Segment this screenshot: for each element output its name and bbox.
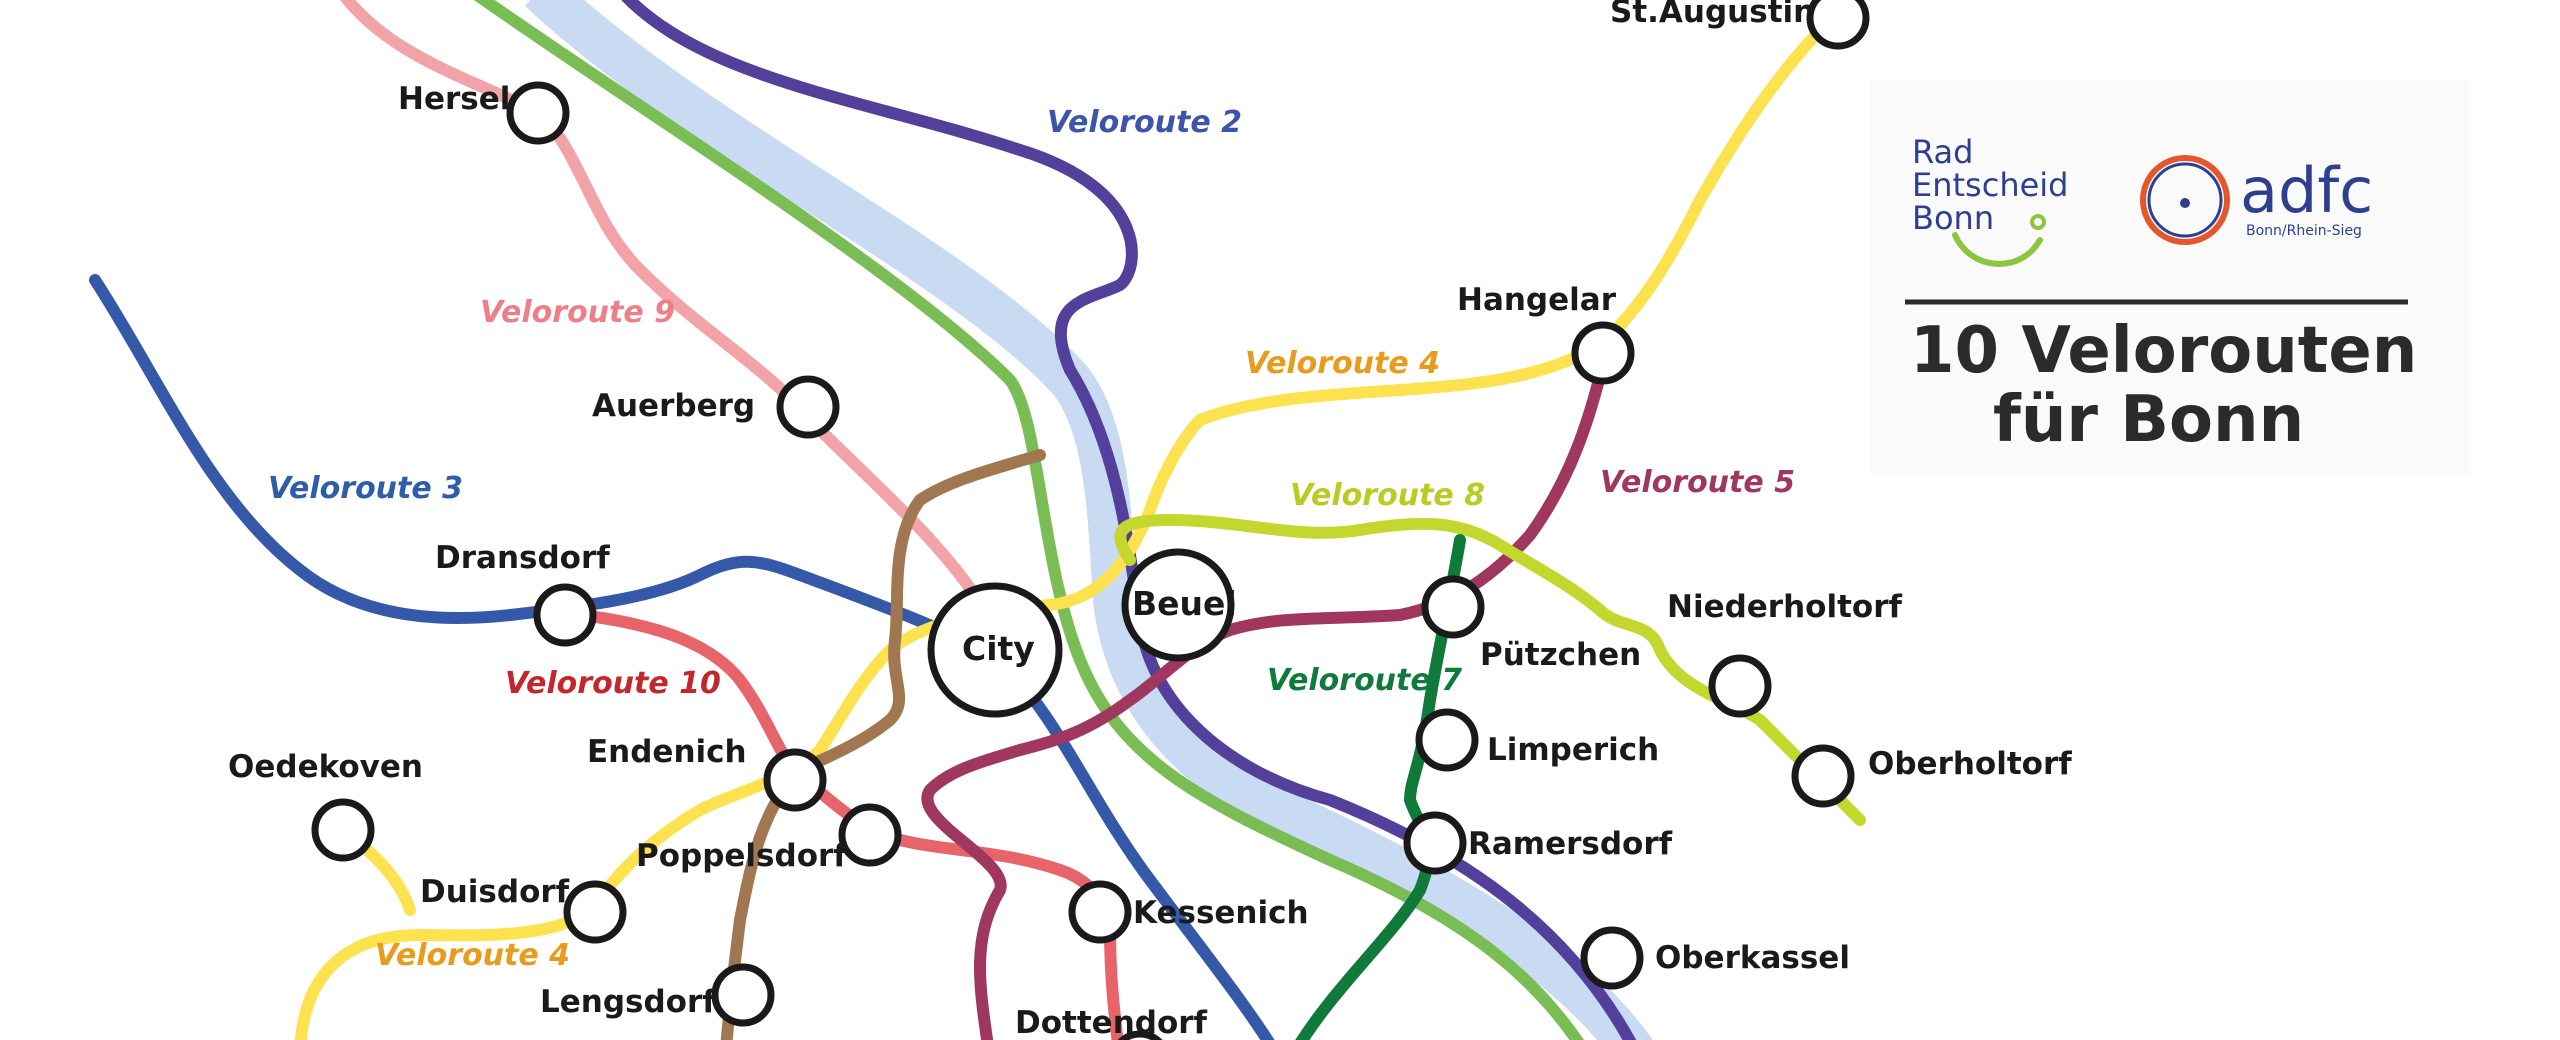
place-lengsdorf: Lengsdorf <box>540 984 716 1020</box>
stop-oberkassel[interactable] <box>1580 926 1644 990</box>
place-ramersdorf: Ramersdorf <box>1468 826 1673 862</box>
route-label-4-north: Veloroute 4 <box>1245 346 1440 381</box>
radentscheid-dot <box>2030 214 2046 230</box>
route-line-3 <box>89 274 1275 1040</box>
stop-puetzchen[interactable] <box>1421 575 1485 639</box>
rhine-river <box>524 0 1653 1040</box>
place-city: City <box>962 629 1035 668</box>
stop-st-augustin[interactable] <box>1806 0 1870 50</box>
radentscheid-smile <box>1952 232 2043 267</box>
place-beuel: Beuel <box>1132 584 1237 623</box>
map-title-line-2: für Bonn <box>1993 383 2304 457</box>
route-line-2 <box>621 0 1637 1040</box>
stop-duisdorf[interactable] <box>563 880 627 944</box>
stop-oedekoven[interactable] <box>311 798 375 862</box>
adfc-logo: adfc Bonn/Rhein-Sieg <box>2140 154 2373 245</box>
place-duisdorf: Duisdorf <box>420 874 570 910</box>
place-poppelsdorf: Poppelsdorf <box>636 838 847 874</box>
stop-hangelar[interactable] <box>1571 321 1635 385</box>
stop-oberholtorf[interactable] <box>1791 744 1855 808</box>
route-label-4-south: Veloroute 4 <box>375 938 570 973</box>
route-label-3: Veloroute 3 <box>268 471 463 506</box>
radentscheid-logo: Rad Entscheid Bonn <box>1912 133 2068 267</box>
stop-ramersdorf[interactable] <box>1403 811 1467 875</box>
stop-limperich[interactable] <box>1415 708 1479 772</box>
route-line-6 <box>473 0 1585 1040</box>
stop-poppelsdorf[interactable] <box>838 803 902 867</box>
place-oberholtorf: Oberholtorf <box>1868 746 2072 782</box>
place-niederholtorf: Niederholtorf <box>1667 589 1902 625</box>
stop-niederholtorf[interactable] <box>1708 654 1772 718</box>
place-hangelar: Hangelar <box>1457 282 1617 318</box>
stop-dransdorf[interactable] <box>533 583 597 647</box>
route-label-2: Veloroute 2 <box>1047 105 1242 140</box>
place-dottendorf: Dottendorf <box>1015 1005 1208 1040</box>
route-label-10: Veloroute 10 <box>505 666 721 701</box>
adfc-region: Bonn/Rhein-Sieg <box>2246 223 2362 239</box>
adfc-dot-icon <box>2180 198 2190 208</box>
route-label-7: Veloroute 7 <box>1267 663 1462 698</box>
radentscheid-line-2: Entscheid <box>1912 166 2068 204</box>
stop-lengsdorf[interactable] <box>711 963 775 1027</box>
stop-city[interactable] <box>927 582 1063 718</box>
adfc-ring-icon <box>2140 155 2230 245</box>
route-label-5: Veloroute 5 <box>1600 465 1795 500</box>
adfc-name: adfc <box>2240 154 2373 227</box>
place-dransdorf: Dransdorf <box>435 540 610 576</box>
place-endenich: Endenich <box>587 734 747 770</box>
route-line-7 <box>1295 534 1466 1040</box>
radentscheid-line-3: Bonn <box>1912 199 1994 237</box>
place-st-augustin: St.Augustin <box>1610 0 1815 30</box>
stop-endenich[interactable] <box>763 748 827 812</box>
route-label-9: Veloroute 9 <box>480 295 675 330</box>
stop-beuel[interactable] <box>1121 548 1235 662</box>
stop-hersel[interactable] <box>506 81 570 145</box>
radentscheid-line-1: Rad <box>1912 133 1973 171</box>
place-kessenich: Kessenich <box>1133 895 1309 931</box>
place-limperich: Limperich <box>1487 732 1659 768</box>
stop-kessenich[interactable] <box>1068 880 1132 944</box>
place-auerberg: Auerberg <box>592 388 755 424</box>
map-title-line-1: 10 Velorouten <box>1910 314 2417 388</box>
adfc-ring-inner-icon <box>2147 162 2223 238</box>
place-oedekoven: Oedekoven <box>228 749 423 785</box>
route-line-9 <box>340 0 991 616</box>
route-label-8: Veloroute 8 <box>1290 478 1485 513</box>
place-oberkassel: Oberkassel <box>1655 940 1850 976</box>
route-line-brown <box>720 449 1046 1040</box>
branding-panel <box>1870 80 2470 475</box>
place-puetzchen: Pützchen <box>1480 637 1641 673</box>
stop-dottendorf[interactable] <box>1112 1030 1168 1040</box>
stop-auerberg[interactable] <box>776 375 840 439</box>
place-hersel: Hersel <box>398 81 510 117</box>
